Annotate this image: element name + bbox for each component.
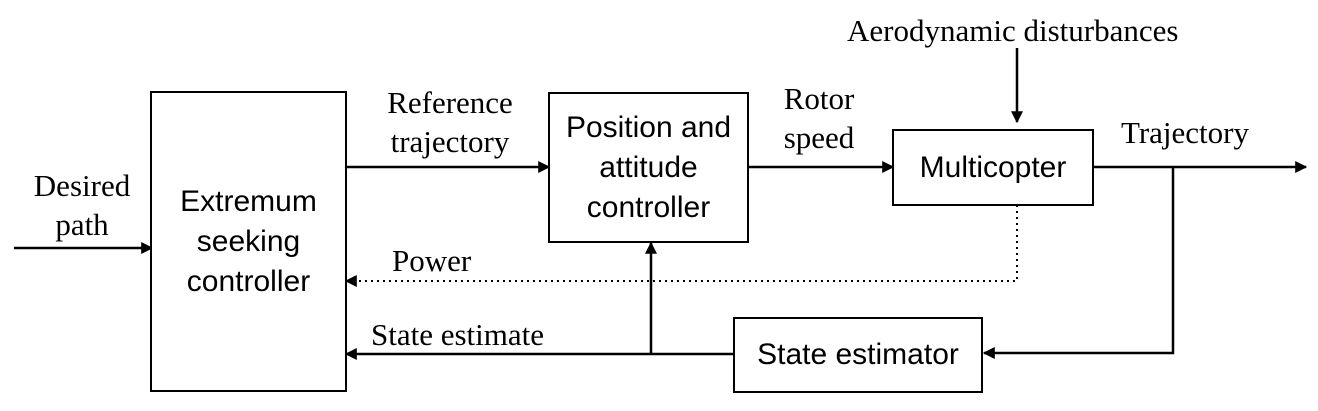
state-estimator-block: State estimator (733, 317, 983, 393)
desired-path-label: Desired path (33, 168, 131, 242)
aerodynamic-disturbances-label: Aerodynamic disturbances (847, 13, 1179, 48)
position-attitude-controller-block: Position and attitude controller (548, 92, 749, 243)
reference-trajectory-label: Reference trajectory (387, 85, 513, 159)
feedback-to-estimator-line (982, 167, 1175, 359)
state-estimate-label: State estimate (371, 317, 545, 352)
trajectory-label: Trajectory (1121, 115, 1249, 150)
multicopter-block: Multicopter (892, 129, 1094, 206)
power-label: Power (392, 243, 472, 278)
extremum-seeking-controller-block: Extremum seeking controller (150, 91, 347, 392)
rotor-speed-label: Rotor speed (783, 81, 855, 155)
power-dotted-arrow (344, 205, 1018, 287)
